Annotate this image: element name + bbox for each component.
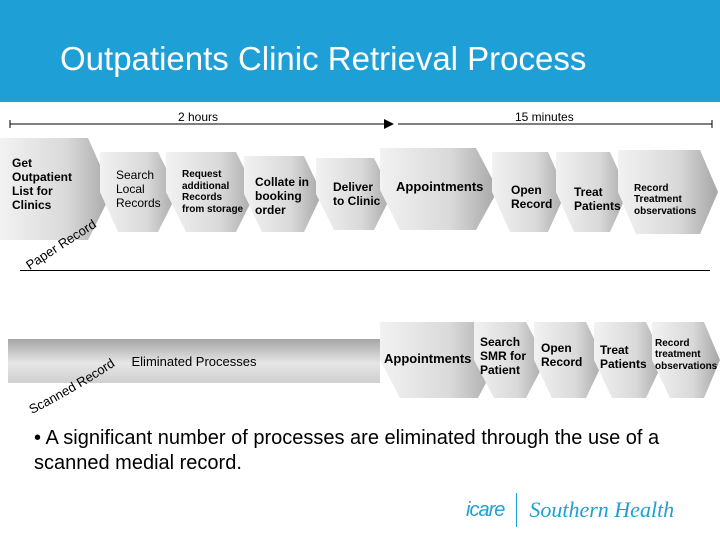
- chevron-3: [166, 152, 256, 232]
- title-band: [0, 0, 720, 102]
- southern-health-logo: icare Southern Health: [466, 490, 674, 530]
- step-collate-booking-order: Collate in booking order: [255, 175, 310, 217]
- new-step-open-record: Open Record: [541, 341, 583, 369]
- new-step-search-smr: Search SMR for Patient: [480, 335, 526, 377]
- logo-separator: [516, 493, 518, 527]
- chevron-8: [556, 152, 628, 232]
- svg-text:Scanned Record: Scanned Record: [26, 355, 117, 416]
- logo-icare: icare: [466, 498, 505, 521]
- step-treat-patients: Treat Patients: [574, 185, 621, 213]
- step-search-local-records: Search Local Records: [116, 168, 161, 210]
- chevron-1: [0, 138, 112, 240]
- chevron-9: [618, 150, 718, 234]
- scanned-record-label: Scanned Record: [26, 355, 117, 416]
- new-step-record-treatment: Record treatment observations: [655, 337, 718, 372]
- eliminated-processes-bar: Eliminated Processes: [8, 339, 380, 383]
- new-chevron-1: [380, 322, 498, 398]
- new-chevron-5: [652, 322, 720, 398]
- slide-title: Outpatients Clinic Retrieval Process: [60, 40, 587, 77]
- step-record-treatment-observations: Record Treatment observations: [634, 182, 697, 217]
- logo-brand: Southern Health: [529, 497, 675, 522]
- step-get-outpatient-list: Get Outpatient List for Clinics: [12, 156, 72, 212]
- new-chevron-4: [594, 322, 664, 398]
- new-chevron-2: [474, 322, 546, 398]
- time-label-15-minutes: 15 minutes: [515, 110, 574, 124]
- process-divider: [20, 270, 710, 271]
- step-appointments: Appointments: [396, 178, 484, 194]
- eliminated-processes-label: Eliminated Processes: [131, 353, 257, 369]
- chevron-7: [492, 152, 566, 232]
- step-request-additional-records: Request additional Records from storage: [182, 169, 244, 215]
- new-step-treat-patients: Treat Patients: [600, 343, 647, 371]
- chevron-2: [100, 152, 178, 232]
- time-label-2-hours: 2 hours: [178, 110, 219, 124]
- chevron-6: [380, 148, 498, 230]
- new-chevron-3: [534, 322, 604, 398]
- step-deliver-to-clinic: Deliver to Clinic: [333, 180, 381, 208]
- chevron-5: [316, 158, 392, 230]
- step-open-record: Open Record: [511, 183, 553, 211]
- new-step-appointments: Appointments: [384, 350, 472, 366]
- chevron-4: [244, 156, 322, 232]
- summary-bullet: • A significant number of processes are …: [34, 427, 660, 474]
